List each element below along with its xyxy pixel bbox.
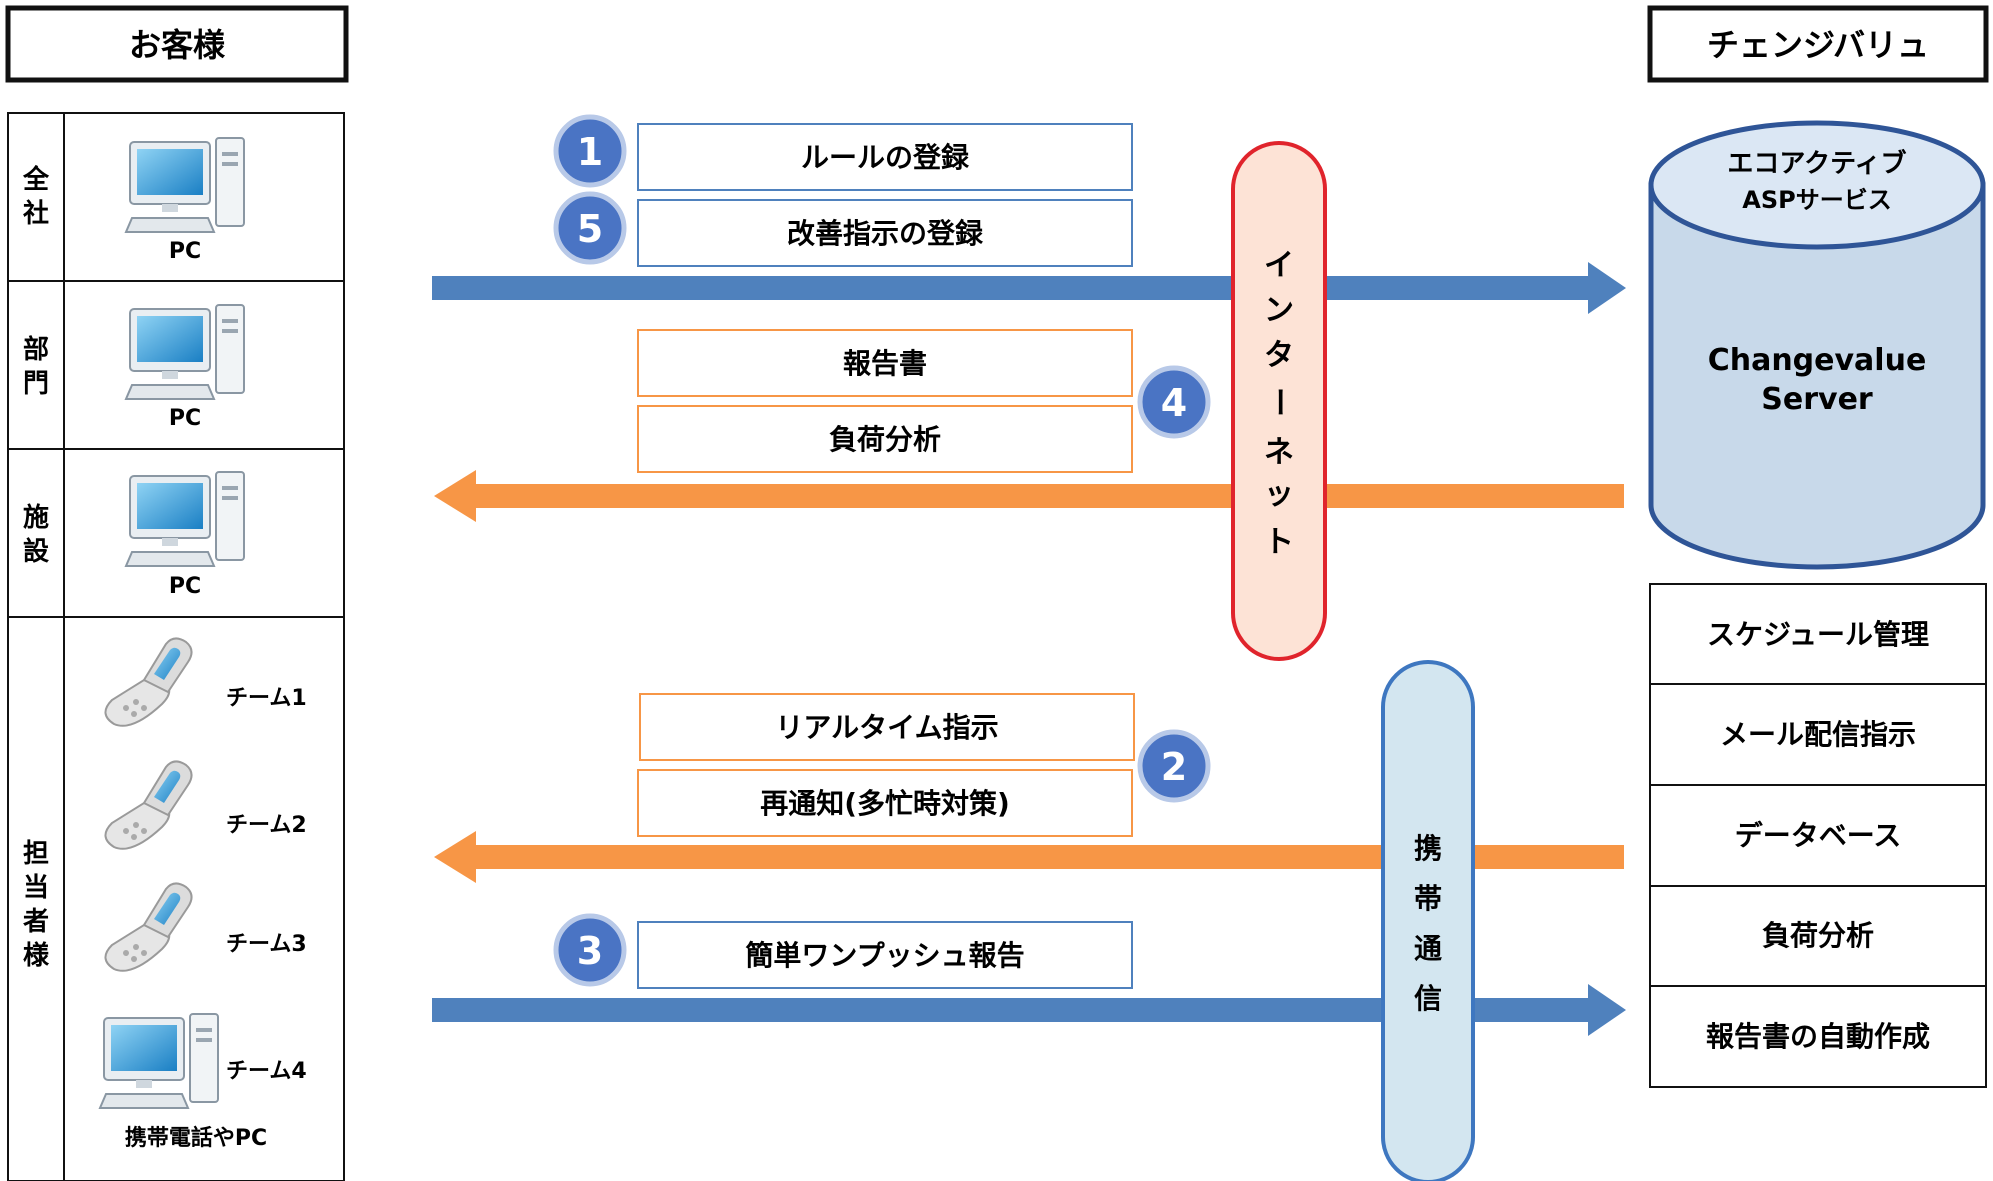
step-number: 4	[1161, 381, 1187, 425]
internet-char: イ	[1264, 248, 1294, 283]
step-badge	[553, 191, 627, 265]
step-number: 2	[1161, 745, 1187, 789]
row-label-department: 部門	[23, 335, 49, 399]
pc-label: PC	[169, 574, 201, 599]
row-label-char: 社	[23, 198, 49, 229]
customer-header-box	[5, 5, 349, 83]
server-cylinder	[1648, 120, 1986, 570]
row-label-char: 担	[23, 839, 49, 869]
flow-label: 報告書	[843, 347, 927, 380]
team-label: チーム3	[226, 932, 307, 957]
team-label: チーム1	[226, 686, 307, 711]
internet-char: ネ	[1264, 435, 1294, 470]
step-number: 5	[577, 207, 603, 251]
row-label-char: 施	[23, 502, 49, 533]
pc-icon	[125, 304, 245, 400]
customer-table	[7, 112, 345, 1181]
mobile-char: 信	[1414, 982, 1442, 1015]
row-label-char: 部	[23, 335, 49, 365]
internet-char: ト	[1264, 525, 1294, 560]
teams-caption: 携帯電話やPC	[125, 1125, 267, 1151]
customer-header: お客様	[129, 26, 226, 64]
service-item: 報告書の自動作成	[1706, 1020, 1930, 1053]
internet-char: ン	[1264, 293, 1294, 328]
arrow-upload-upper	[432, 262, 1626, 314]
mobile-label: 携 帯 通 信	[1414, 832, 1442, 1015]
row-label-char: 全	[22, 164, 50, 195]
company-header-box	[1647, 5, 1989, 83]
step-number: 1	[577, 130, 603, 174]
flow-improvement-registration: 改善指示の登録 5	[553, 191, 1133, 267]
step-badge	[553, 913, 627, 987]
flow-label: 簡単ワンプッシュ報告	[745, 939, 1024, 972]
arrow-download-upper	[434, 470, 1624, 522]
row-label-char: 設	[23, 536, 50, 567]
flow-label: 再通知(多忙時対策)	[760, 787, 1010, 820]
row-label-facility: 施設	[23, 502, 50, 567]
team-label: チーム2	[226, 813, 307, 838]
mobile-phone-icon	[104, 760, 193, 850]
row-label-staff: 担当者様	[23, 839, 50, 971]
service-item: 負荷分析	[1762, 919, 1874, 952]
service-item: データベース	[1735, 819, 1902, 852]
step-badge	[1137, 365, 1211, 439]
mobile-channel	[1381, 660, 1475, 1181]
flow-reports: 報告書 負荷分析 4	[637, 329, 1211, 473]
row-label-char: 様	[23, 940, 50, 971]
pc-label: PC	[169, 239, 201, 264]
internet-label: イ ン タ ー ネ ッ ト	[1261, 248, 1296, 560]
flow-realtime: リアルタイム指示 再通知(多忙時対策) 2	[637, 693, 1211, 837]
mobile-char: 携	[1414, 832, 1442, 865]
step-number: 3	[577, 929, 603, 973]
row-label-company: 全社	[22, 164, 50, 229]
team-label: チーム4	[226, 1059, 307, 1084]
services-list	[1649, 583, 1987, 1088]
flow-label: 負荷分析	[829, 423, 941, 456]
row-label-char: 者	[23, 907, 49, 937]
internet-channel	[1231, 141, 1327, 661]
mobile-char: 帯	[1414, 882, 1442, 915]
flow-label: ルールの登録	[801, 141, 970, 174]
pc-label: PC	[169, 406, 201, 431]
pc-icon	[125, 471, 245, 567]
server-service-name: エコアクティブ	[1727, 148, 1906, 179]
server-service-sub: ASPサービス	[1742, 186, 1891, 214]
flow-label: リアルタイム指示	[775, 711, 998, 744]
step-badge	[1137, 729, 1211, 803]
internet-char: ッ	[1264, 477, 1294, 512]
mobile-phone-icon	[104, 882, 193, 972]
flow-label: 改善指示の登録	[787, 217, 984, 250]
service-item: スケジュール管理	[1707, 618, 1929, 651]
step-badge	[553, 114, 627, 188]
flow-rule-registration: ルールの登録 1	[553, 114, 1133, 191]
row-label-char: 門	[23, 369, 49, 399]
internet-char: タ	[1264, 338, 1294, 373]
mobile-phone-icon	[104, 637, 193, 727]
internet-char: ー	[1261, 387, 1296, 417]
row-label-char: 当	[23, 873, 49, 903]
server-name: Server	[1761, 382, 1873, 417]
pc-icon	[125, 137, 245, 233]
service-item: メール配信指示	[1720, 718, 1916, 751]
mobile-char: 通	[1414, 932, 1442, 965]
company-header: チェンジバリュ	[1707, 26, 1929, 64]
server-name: Changevalue	[1708, 343, 1927, 378]
flow-one-push-report: 簡単ワンプッシュ報告 3	[553, 913, 1133, 989]
pc-icon	[99, 1013, 219, 1109]
